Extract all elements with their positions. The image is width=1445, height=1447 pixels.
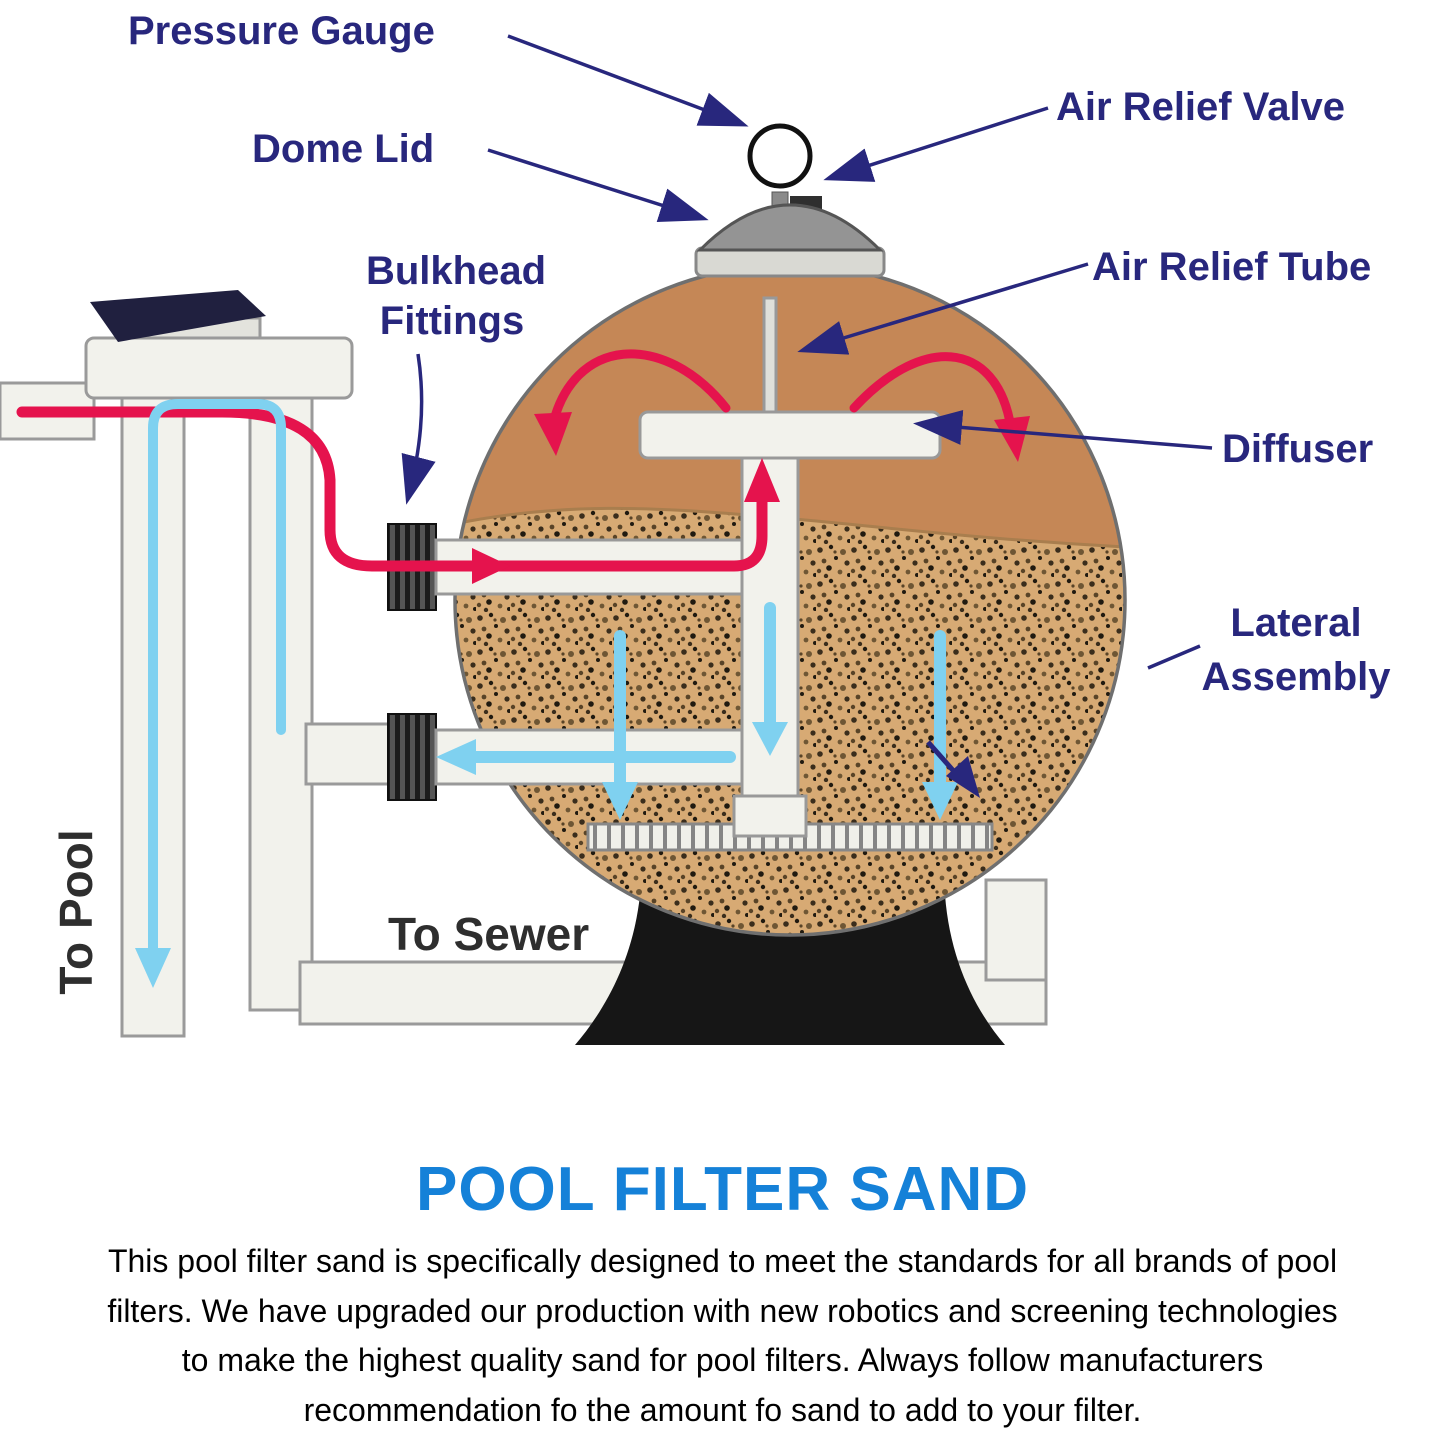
label-air-relief-tube: Air Relief Tube bbox=[1092, 245, 1371, 289]
description-line-4: recommendation fo the amount fo sand to … bbox=[303, 1391, 1142, 1428]
arrow-air-relief-tube bbox=[797, 262, 1089, 355]
label-bulkhead-line1: Bulkhead bbox=[366, 249, 546, 293]
air-relief-tube bbox=[762, 296, 778, 418]
label-arrows bbox=[401, 34, 1213, 670]
valve-handle bbox=[90, 290, 266, 342]
lower-bulkhead-stub bbox=[304, 722, 400, 786]
arrow-bulkhead-fittings bbox=[401, 353, 436, 505]
label-to-pool: To Pool bbox=[50, 829, 102, 994]
caption-block: POOL FILTER SAND This pool filter sand i… bbox=[0, 1154, 1445, 1435]
outlet-flow-arrowheads bbox=[135, 722, 958, 988]
product-description: This pool filter sand is specifically de… bbox=[0, 1237, 1445, 1435]
arrow-diffuser bbox=[913, 409, 1213, 450]
label-pressure-gauge: Pressure Gauge bbox=[128, 9, 435, 53]
label-lateral-line2: Assembly bbox=[1202, 655, 1392, 699]
lower-bulkhead-fitting bbox=[387, 713, 437, 801]
description-line-2: filters. We have upgraded our production… bbox=[107, 1292, 1338, 1329]
dome-lid bbox=[696, 203, 884, 252]
label-to-sewer: To Sewer bbox=[388, 908, 589, 960]
dome-flange bbox=[694, 246, 886, 278]
pool-filter-diagram: Pressure Gauge Dome Lid Bulkhead Fitting… bbox=[0, 9, 1392, 1045]
arrow-pressure-gauge bbox=[507, 34, 749, 127]
lateral-pointer bbox=[926, 740, 980, 798]
label-air-relief-valve: Air Relief Valve bbox=[1056, 85, 1345, 129]
label-lateral-line1: Lateral bbox=[1230, 601, 1361, 645]
multiport-valve-body bbox=[84, 336, 354, 400]
description-line-1: This pool filter sand is specifically de… bbox=[107, 1243, 1338, 1279]
arrow-air-relief-valve bbox=[823, 106, 1049, 182]
label-diffuser: Diffuser bbox=[1222, 427, 1373, 471]
product-title: POOL FILTER SAND bbox=[415, 1155, 1030, 1224]
pressure-gauge bbox=[747, 123, 813, 189]
dome-lid-assembly bbox=[694, 123, 886, 278]
outlet-flow-blue bbox=[148, 399, 946, 957]
base-pedestal bbox=[575, 895, 1005, 1045]
line-lateral-assembly bbox=[1147, 644, 1201, 670]
sewer-riser-stub bbox=[984, 878, 1048, 982]
arrow-dome-lid bbox=[487, 148, 709, 222]
lateral-hub bbox=[732, 794, 808, 838]
description-line-3: to make the highest quality sand for poo… bbox=[181, 1342, 1264, 1379]
label-bulkhead-line2: Fittings bbox=[380, 299, 524, 343]
label-dome-lid: Dome Lid bbox=[252, 127, 434, 171]
diffuser bbox=[638, 410, 942, 460]
inlet-flow-arrowheads bbox=[472, 412, 1030, 584]
